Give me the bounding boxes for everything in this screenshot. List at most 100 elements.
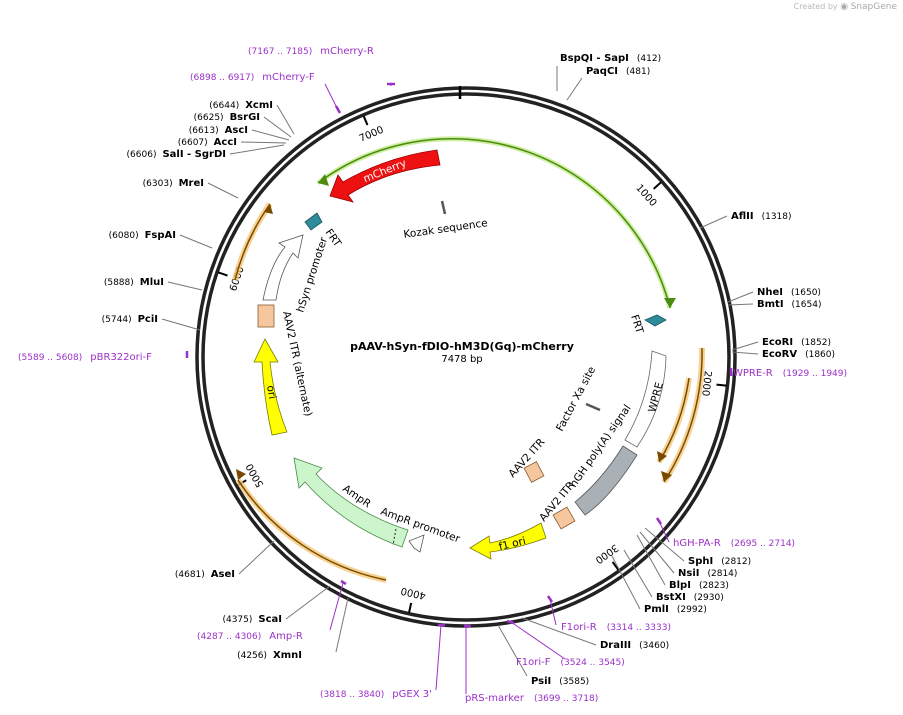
enzyme-pos-11: (2992) [677,605,707,615]
enzyme-site-0[interactable]: BspQI - SapI(412) [560,53,661,64]
feature-ampr[interactable] [293,457,409,548]
feature-ampr-promoter[interactable] [408,534,425,553]
feature-aav2-itr-alt[interactable] [257,304,275,328]
primer-range-0: (7167 .. 7185) [248,47,312,57]
primer-leader-4 [549,598,557,626]
primer-8[interactable]: (4287 .. 4306)Amp-R [197,631,303,642]
enzyme-site-2[interactable]: AflII(1318) [731,211,792,222]
enzyme-site-1[interactable]: PaqCI(481) [586,66,650,77]
primer-leader-1 [324,83,339,111]
enzyme-site-5[interactable]: EcoRI(1852) [762,337,831,348]
feature-f1-ori[interactable] [469,522,547,560]
enzyme-pos-10: (2930) [694,593,724,603]
enzyme-site-11[interactable]: PmlI (2992) [644,604,707,615]
enzyme-site-10[interactable]: BstXI (2930) [656,592,724,603]
primer-2[interactable]: WPRE-R(1929 .. 1949) [733,368,847,379]
enzyme-pos-14: (4256) [237,651,267,661]
enzyme-name-25: XcmI [245,100,273,111]
primer-6[interactable]: pRS-marker(3699 .. 3718) [465,693,598,704]
enzyme-site-14[interactable]: (4256)XmnI [237,650,302,661]
enzyme-name-2: AflII [731,211,754,222]
primer-1[interactable]: (6898 .. 6917)mCherry-F [190,72,315,83]
enzyme-leader-24 [263,116,292,138]
primer-range-2: (1929 .. 1949) [783,369,847,379]
enzyme-pos-19: (6080) [109,231,139,241]
primer-name-8: Amp-R [269,631,303,642]
enzyme-name-10: BstXI [656,592,686,603]
enzyme-site-24[interactable]: (6625)BsrGI [194,112,260,123]
primer-bar-8 [340,579,347,586]
enzyme-site-23[interactable]: (6613)AscI [189,125,248,136]
enzyme-pos-24: (6625) [194,113,224,123]
enzyme-name-11: PmlI [644,604,669,615]
enzyme-pos-3: (1650) [791,288,821,298]
feature-hsyn-promoter[interactable] [262,234,304,301]
enzyme-site-4[interactable]: BmtI(1654) [757,299,821,310]
primer-range-9: (5589 .. 5608) [18,353,82,363]
enzyme-pos-12: (3460) [639,641,669,651]
enzyme-site-9[interactable]: BlpI(2823) [669,580,729,591]
primer-range-3: (2695 .. 2714) [731,539,795,549]
feature-label-f1-ori: f1 ori [498,535,527,553]
primer-5[interactable]: F1ori-F(3524 .. 3545) [516,657,625,668]
primer-4[interactable]: F1ori-R(3314 .. 3333) [561,622,671,633]
enzyme-pos-15: (4375) [222,615,252,625]
primer-range-5: (3524 .. 3545) [560,658,624,668]
feature-frt-1[interactable] [304,212,323,231]
feature-aav2-itr-2[interactable] [552,506,576,530]
primer-range-4: (3314 .. 3333) [607,623,671,633]
enzyme-site-8[interactable]: NsiI(2814) [678,568,737,579]
backbone-inner [201,92,731,622]
enzyme-name-4: BmtI [757,299,784,310]
enzyme-site-6[interactable]: EcoRV(1860) [762,349,835,360]
primer-0[interactable]: (7167 .. 7185) mCherry-R [248,46,374,57]
enzyme-name-0: BspQI - SapI [560,53,629,64]
enzyme-name-13: PsiI [531,676,551,687]
enzyme-site-15[interactable]: (4375)ScaI [222,614,282,625]
feature-wpre[interactable] [624,350,667,448]
primer-name-0: mCherry-R [320,46,374,57]
enzyme-site-22[interactable]: (6607)AccI [178,137,237,148]
orf-arc-glow-green [316,136,673,309]
feature-ori[interactable] [253,338,288,436]
enzyme-site-7[interactable]: SphI(2812) [688,556,751,567]
ampr-dashed-mark [392,528,397,546]
enzyme-site-19[interactable]: (6080)FspAI [109,230,176,241]
primer-7[interactable]: (3818 .. 3840)pGEX 3' [320,689,432,700]
feature-label-factor-xa: Factor Xa site [554,365,598,434]
feature-frt-2[interactable] [644,314,667,327]
primer-marks: (7167 .. 7185) mCherry-R (6898 .. 6917)mCh… [18,46,847,704]
enzyme-site-20[interactable]: (6303)MreI [143,178,204,189]
enzyme-site-25[interactable]: (6644)XcmI [209,100,273,111]
orf-arc-orange-3 [237,479,387,581]
enzyme-leader-17 [161,318,201,331]
snapgene-logo-icon: ◉ [840,2,849,12]
enzyme-site-18[interactable]: (5888)MluI [104,277,164,288]
enzyme-site-16[interactable]: (4681)AseI [175,569,235,580]
orf-arrow-orange-1 [657,451,667,462]
enzyme-site-21[interactable]: (6606)SalI - SgrDI [127,149,226,160]
primer-name-1: mCherry-F [262,72,315,83]
feature-mcherry[interactable] [329,149,441,203]
enzyme-site-17[interactable]: (5744)PciI [102,314,158,325]
enzyme-leader-22 [240,141,287,144]
feature-label-frt-2: FRT [628,313,645,335]
feature-hgh-polya[interactable] [574,445,638,516]
enzyme-pos-16: (4681) [175,570,205,580]
enzyme-pos-1: (481) [626,67,650,77]
enzyme-name-22: AccI [214,137,237,148]
enzyme-leader-2 [699,215,728,229]
tick-mark-2 [611,561,620,571]
primer-3[interactable]: hGH-PA-R(2695 .. 2714) [673,538,795,549]
enzyme-name-9: BlpI [669,580,691,591]
enzyme-pos-20: (6303) [143,179,173,189]
enzyme-site-12[interactable]: DraIII(3460) [600,640,669,651]
feature-aav2-itr-1[interactable] [523,461,545,483]
enzyme-site-13[interactable]: PsiI(3585) [531,676,589,687]
tick-label-6: 7000 [358,125,386,145]
enzyme-leader-11 [611,555,641,610]
primer-9[interactable]: (5589 .. 5608)pBR322ori-F [18,352,152,363]
enzyme-site-3[interactable]: NheI(1650) [757,287,821,298]
enzyme-name-7: SphI [688,556,713,567]
